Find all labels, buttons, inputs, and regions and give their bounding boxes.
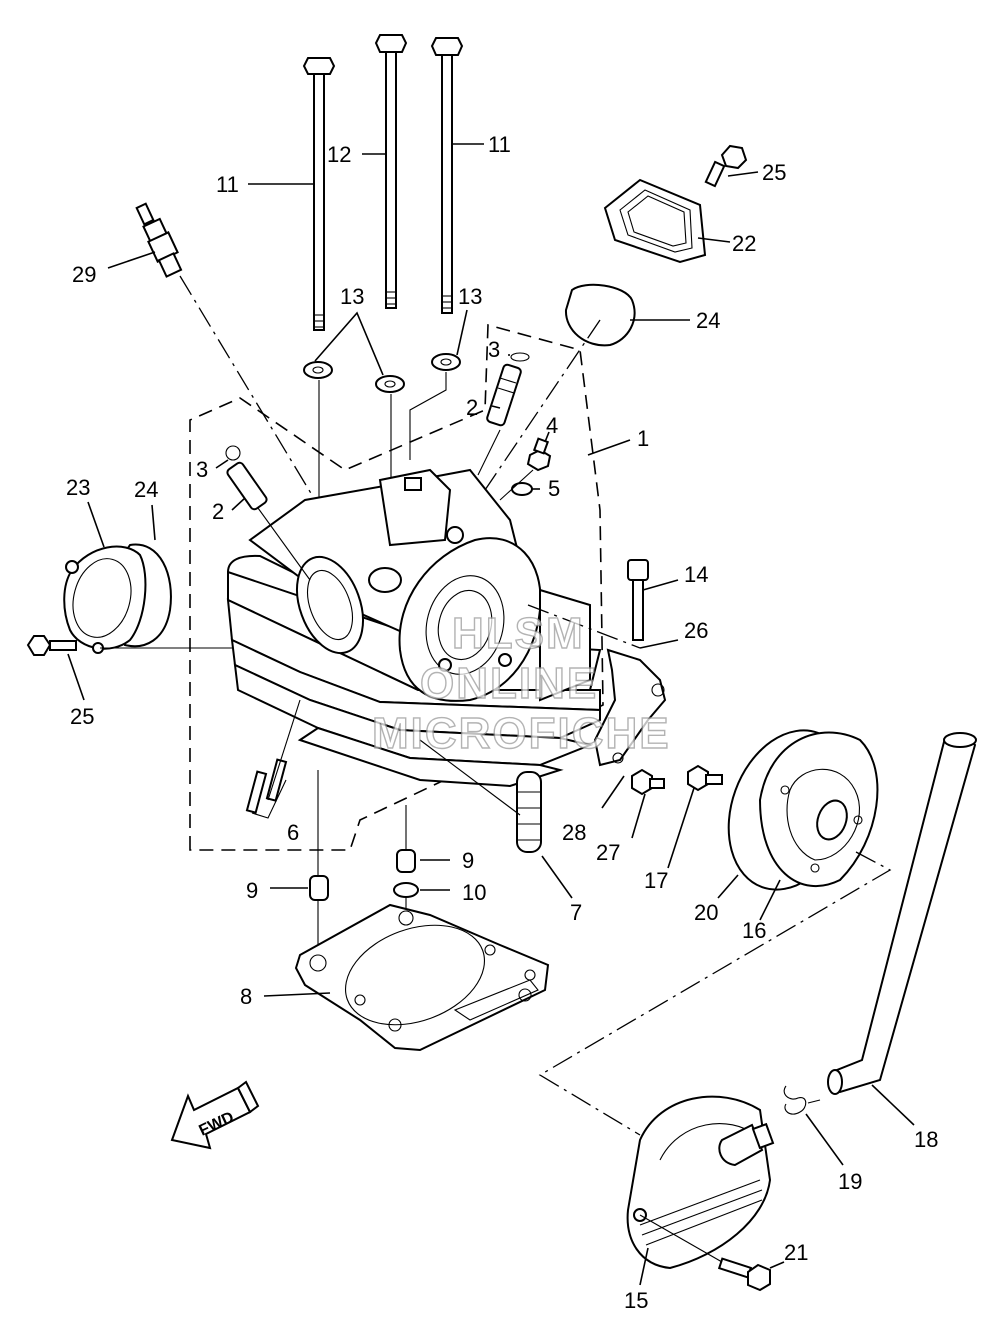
dowel-9-right (396, 849, 416, 873)
callout-12: 12 (327, 142, 351, 167)
callout-15: 15 (624, 1288, 648, 1313)
callout-13b: 13 (458, 284, 482, 309)
cylinder-head (226, 468, 602, 788)
dowel-7 (516, 771, 542, 853)
breather-hose-18 (827, 732, 977, 1095)
callout-9a: 9 (246, 878, 258, 903)
callout-9b: 9 (462, 848, 474, 873)
callout-2b: 2 (212, 499, 224, 524)
bolt-21 (717, 1257, 771, 1292)
washer-5 (511, 482, 533, 496)
bolt-25-left (26, 635, 77, 656)
callout-11b: 11 (488, 132, 511, 157)
callout-19: 19 (838, 1169, 862, 1194)
plug-4 (526, 437, 552, 472)
watermark: HLSM ONLINE MICROFICHE (371, 608, 671, 758)
callout-20: 20 (694, 900, 718, 925)
bolt-14 (627, 559, 649, 641)
callout-1: 1 (637, 426, 649, 451)
callout-22: 22 (732, 231, 756, 256)
callout-24a: 24 (134, 477, 158, 502)
side-cover-15 (626, 1095, 775, 1270)
spark-plug (135, 202, 183, 278)
callout-28: 28 (562, 820, 586, 845)
callout-6: 6 (287, 820, 299, 845)
callout-10: 10 (462, 880, 486, 905)
assembly-boundary (189, 323, 604, 851)
gasket-24-right (564, 283, 636, 347)
valve-guide-left (226, 461, 268, 511)
valve-guide-upper (486, 363, 522, 427)
clip-3-upper (510, 352, 530, 362)
callout-16: 16 (742, 918, 766, 943)
callout-26: 26 (684, 618, 708, 643)
long-bolt-right (430, 37, 464, 314)
leader-lines (67, 143, 915, 1286)
callout-3b: 3 (196, 457, 208, 482)
callout-27: 27 (596, 840, 620, 865)
stud-bolts-6 (245, 758, 288, 814)
callout-18: 18 (914, 1127, 938, 1152)
washer-10 (393, 882, 419, 898)
long-bolt-left (302, 57, 336, 331)
callout-13a: 13 (340, 284, 364, 309)
callout-2a: 2 (466, 395, 478, 420)
callout-14: 14 (684, 562, 708, 587)
callout-7: 7 (570, 900, 582, 925)
bolt-27 (631, 768, 665, 796)
callout-17: 17 (644, 868, 668, 893)
cover-16 (758, 731, 879, 887)
callout-21: 21 (784, 1240, 808, 1265)
callout-3a: 3 (488, 337, 500, 362)
gasket-26 (593, 648, 667, 767)
clip-3-left (225, 445, 241, 461)
bolt-25-right (704, 144, 748, 188)
cover-22 (603, 178, 707, 264)
bolt-17 (687, 764, 723, 792)
callout-11a: 11 (216, 172, 239, 197)
svg-text:ONLINE: ONLINE (420, 659, 598, 708)
callout-29: 29 (72, 262, 96, 287)
dowel-9-left (309, 875, 329, 901)
callout-24b: 24 (696, 308, 720, 333)
head-gasket-8 (294, 903, 550, 1052)
hose-clip-19 (783, 1085, 821, 1115)
washer-13-left (303, 361, 333, 379)
washer-13-middle (375, 375, 405, 393)
callout-25a: 25 (762, 160, 786, 185)
washer-13-right (431, 353, 461, 371)
long-bolt-middle (374, 34, 408, 309)
svg-text:MICROFICHE: MICROFICHE (372, 709, 671, 758)
callout-5: 5 (548, 476, 560, 501)
callout-25b: 25 (70, 704, 94, 729)
fwd-direction-arrow: FWD (170, 1080, 260, 1150)
callout-23: 23 (66, 475, 90, 500)
callout-4: 4 (546, 413, 558, 438)
tappet-cover-left (63, 543, 172, 654)
callout-8: 8 (240, 984, 252, 1009)
callouts: 1 2 2 3 3 4 5 6 7 8 9 9 10 11 11 12 13 1… (66, 132, 938, 1313)
svg-text:HLSM: HLSM (452, 609, 585, 658)
